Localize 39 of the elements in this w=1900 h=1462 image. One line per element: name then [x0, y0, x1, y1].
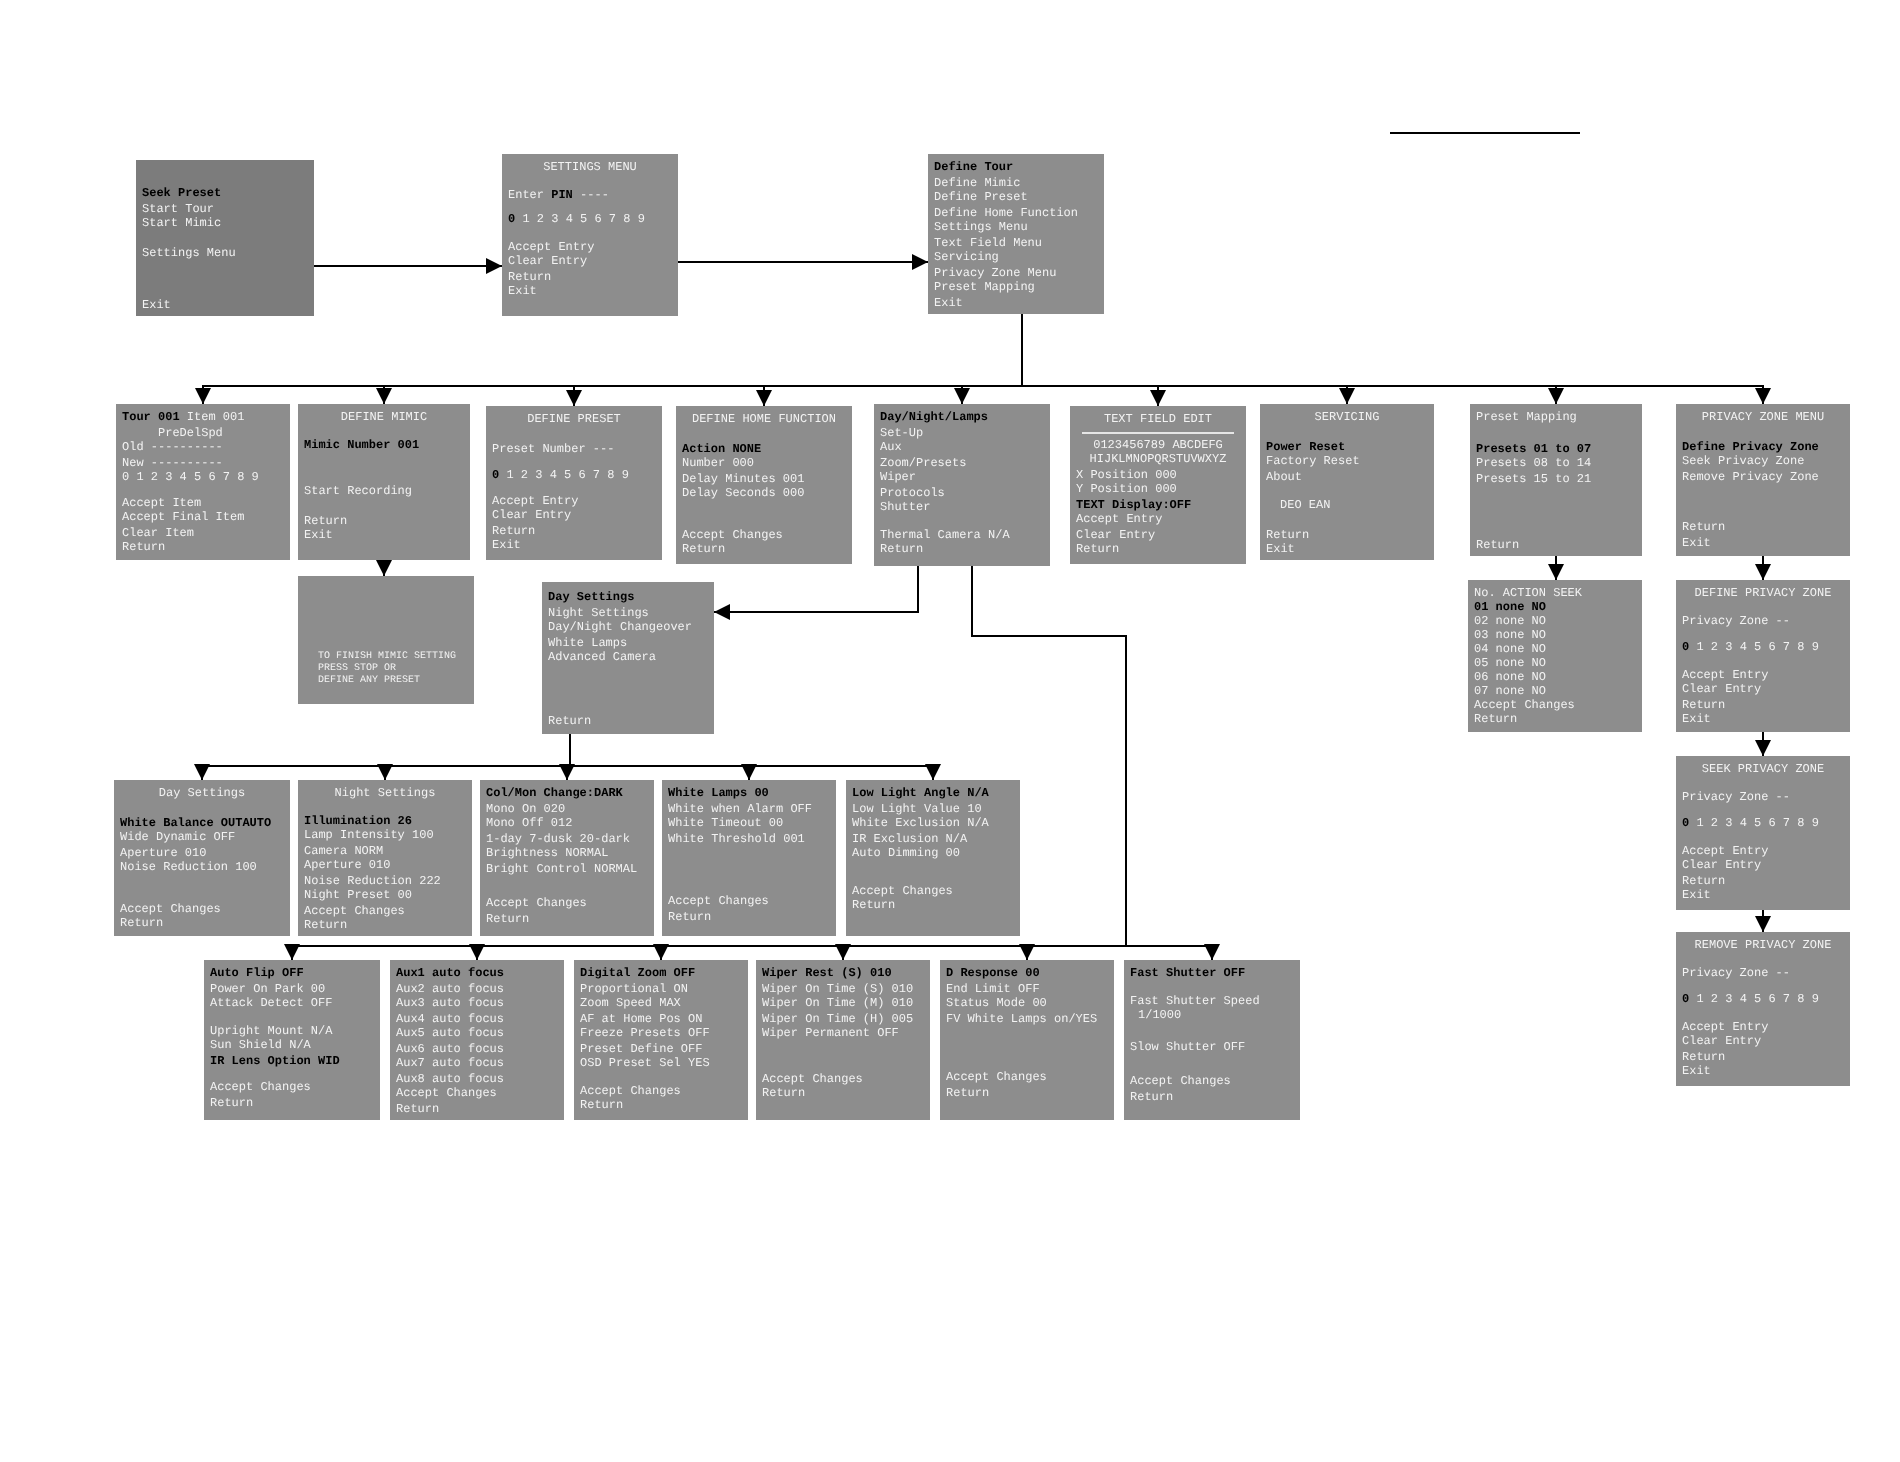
arrow [376, 559, 392, 577]
arrow [971, 565, 1220, 961]
menu-screen [1676, 932, 1850, 1086]
menu-screen [1676, 580, 1850, 732]
arrow [569, 733, 941, 781]
arrow [1755, 555, 1771, 581]
menu-screen [298, 404, 470, 560]
arrow [677, 254, 929, 270]
menu-screen [1124, 960, 1300, 1120]
menu-screen [1676, 404, 1850, 556]
menu-screen [480, 780, 654, 936]
menu-screen [204, 960, 380, 1120]
arrow [1755, 731, 1771, 757]
menu-screen [1468, 580, 1642, 732]
message-screen [298, 576, 474, 704]
menu-screen [874, 404, 1050, 566]
menu-screen [1070, 406, 1246, 564]
menu-screen [676, 406, 852, 564]
menu-screen [298, 780, 472, 936]
menu-screen [928, 154, 1104, 314]
menu-screen [390, 960, 564, 1120]
menu-screen [502, 154, 678, 316]
menu-screen [116, 404, 290, 560]
menu-screen [1470, 404, 1642, 556]
arrow [1755, 909, 1771, 933]
menu-screen [662, 780, 836, 936]
arrow [713, 565, 919, 620]
menu-screen [136, 160, 314, 316]
menu-screen [756, 960, 930, 1120]
menu-screen [940, 960, 1114, 1120]
arrow [313, 258, 503, 274]
menu-screen [114, 780, 290, 936]
menu-screen [574, 960, 748, 1120]
menu-screen [846, 780, 1020, 936]
menu-screen [486, 406, 662, 560]
menu-screen [542, 582, 714, 734]
menu-screen [1676, 756, 1850, 910]
arrow [1548, 555, 1564, 581]
menu-screen [1260, 404, 1434, 560]
